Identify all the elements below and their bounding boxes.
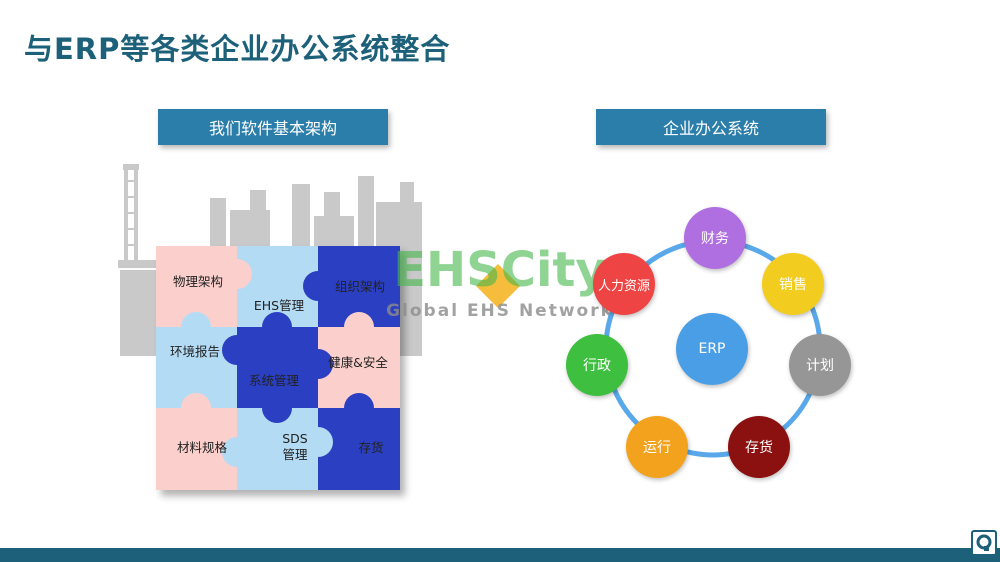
node-planning: 计划 [789,334,851,396]
node-sales: 销售 [762,253,824,315]
puzzle-label-system: 系统管理 [248,373,299,388]
puzzle-label-health-safety: 健康&安全 [328,355,388,370]
puzzle-label-material: 材料规格 [176,440,227,455]
architecture-puzzle [156,246,400,490]
watermark-tagline: Global EHS Network [386,301,614,321]
node-inventory: 存货 [728,416,790,478]
node-hr: 人力资源 [593,253,655,315]
erp-center-node: ERP [676,313,748,385]
puzzle-label-inventory: 存货 [358,440,384,455]
office-systems-header: 企业办公系统 [596,109,826,145]
watermark-diamond-icon [476,264,520,308]
architecture-header: 我们软件基本架构 [158,109,388,145]
node-operations: 运行 [626,416,688,478]
footer-bar [0,548,1000,562]
puzzle-label-ehs: EHS管理 [253,298,305,313]
ehscity-watermark: EHSCity Global EHS Network [386,244,614,321]
watermark-brand: EHSCity [393,244,606,298]
page-title: 与ERP等各类企业办公系统整合 [24,32,451,66]
puzzle-label-org: 组织架构 [334,279,385,294]
puzzle-label-sds: SDS 管理 [282,431,308,462]
puzzle-label-env-report: 环境报告 [169,344,220,359]
node-finance: 财务 [684,207,746,269]
logo-corner-icon [971,530,997,556]
puzzle-label-physical: 物理架构 [172,274,223,289]
node-administration: 行政 [566,334,628,396]
